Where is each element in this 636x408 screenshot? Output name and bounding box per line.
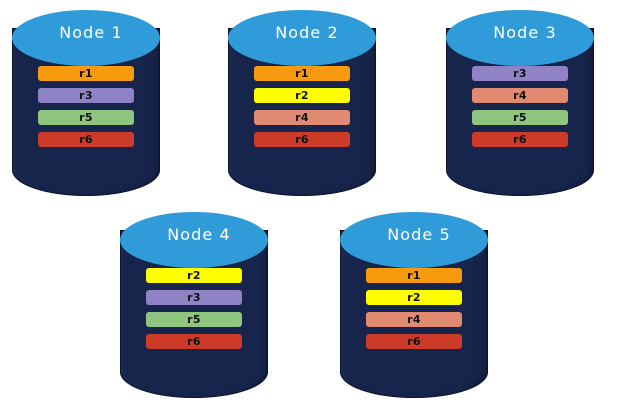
replica-bar[interactable]: r6 [472, 132, 568, 147]
replica-bar[interactable]: r3 [38, 88, 134, 103]
node-cylinder[interactable]: Node 5 r1 r2 r4 r6 [340, 212, 488, 398]
replica-bar[interactable]: r3 [472, 66, 568, 81]
replica-bar[interactable]: r2 [146, 268, 242, 283]
replica-bar[interactable]: r1 [366, 268, 462, 283]
replica-bar[interactable]: r1 [38, 66, 134, 81]
replica-bar[interactable]: r5 [146, 312, 242, 327]
node-top-disc [12, 10, 160, 66]
node-top-disc [340, 212, 488, 268]
replica-bar[interactable]: r6 [366, 334, 462, 349]
replica-bar[interactable]: r2 [254, 88, 350, 103]
replica-bar[interactable]: r4 [254, 110, 350, 125]
node-top-disc [120, 212, 268, 268]
replica-list: r1 r2 r4 r6 [366, 268, 462, 349]
node-label: Node 1 [59, 23, 123, 42]
node-top-disc [446, 10, 594, 66]
replica-bar[interactable]: r6 [254, 132, 350, 147]
replica-bar[interactable]: r6 [146, 334, 242, 349]
replica-bar[interactable]: r6 [38, 132, 134, 147]
node-label: Node 4 [167, 225, 231, 244]
replica-bar[interactable]: r1 [254, 66, 350, 81]
node-cylinder[interactable]: Node 3 r3 r4 r5 r6 [446, 10, 594, 196]
node-label: Node 3 [493, 23, 557, 42]
node-cylinder[interactable]: Node 2 r1 r2 r4 r6 [228, 10, 376, 196]
node-cylinder[interactable]: Node 1 r1 r3 r5 r6 [12, 10, 160, 196]
replica-list: r2 r3 r5 r6 [146, 268, 242, 349]
replica-bar[interactable]: r3 [146, 290, 242, 305]
node-cylinder[interactable]: Node 4 r2 r3 r5 r6 [120, 212, 268, 398]
node-label: Node 2 [275, 23, 339, 42]
node-label: Node 5 [387, 225, 451, 244]
replica-list: r1 r3 r5 r6 [38, 66, 134, 147]
node-top-disc [228, 10, 376, 66]
replica-bar[interactable]: r4 [472, 88, 568, 103]
replica-bar[interactable]: r5 [38, 110, 134, 125]
replica-list: r3 r4 r5 r6 [472, 66, 568, 147]
replica-list: r1 r2 r4 r6 [254, 66, 350, 147]
replica-bar[interactable]: r4 [366, 312, 462, 327]
replica-bar[interactable]: r2 [366, 290, 462, 305]
replica-bar[interactable]: r5 [472, 110, 568, 125]
